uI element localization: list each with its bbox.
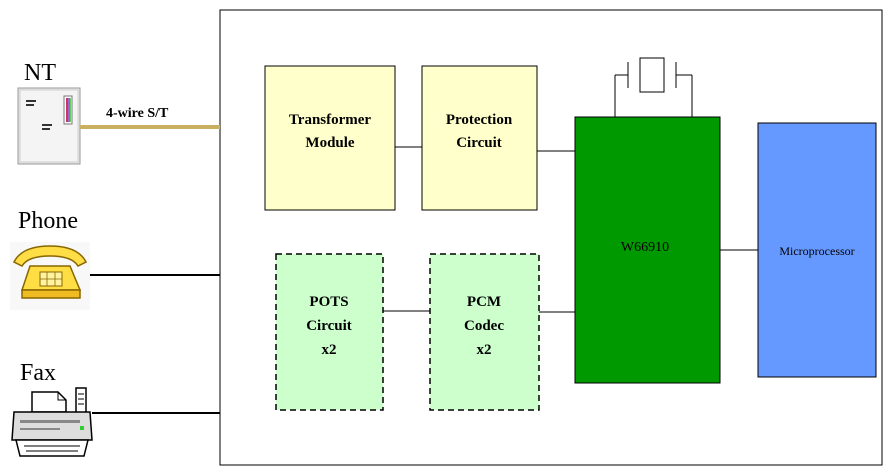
microprocessor-block [757, 122, 877, 378]
nt-terminal-icon [17, 87, 81, 165]
telephone-icon [10, 242, 90, 310]
crystal-oscillator-icon [614, 57, 693, 117]
phone-label: Phone [18, 208, 78, 234]
pcm-label-line1: PCM [467, 294, 501, 310]
w66910-label: W66910 [621, 240, 669, 255]
microprocessor-label: Microprocessor [779, 244, 854, 258]
pcm-codec-block [429, 253, 540, 411]
fax-machine-icon [11, 387, 93, 457]
pots-label-line3: x2 [322, 342, 337, 358]
nt-label: NT [24, 60, 56, 86]
protection-label-line1: Protection [446, 112, 513, 128]
fax-label: Fax [20, 360, 56, 386]
pots-label-line2: Circuit [306, 318, 352, 334]
pcm-label-line3: x2 [477, 342, 492, 358]
protection-circuit-block [421, 65, 538, 211]
transformer-label-line1: Transformer [289, 112, 372, 128]
st-wire [80, 125, 220, 129]
transformer-module-block [264, 65, 396, 211]
st-wire-label: 4-wire S/T [106, 106, 169, 121]
transformer-label-line2: Module [305, 135, 355, 151]
pots-label-line1: POTS [309, 294, 348, 310]
protection-label-line2: Circuit [456, 135, 502, 151]
pcm-label-line2: Codec [464, 318, 504, 334]
pots-circuit-block [275, 253, 384, 411]
w66910-chip-block [574, 116, 721, 384]
